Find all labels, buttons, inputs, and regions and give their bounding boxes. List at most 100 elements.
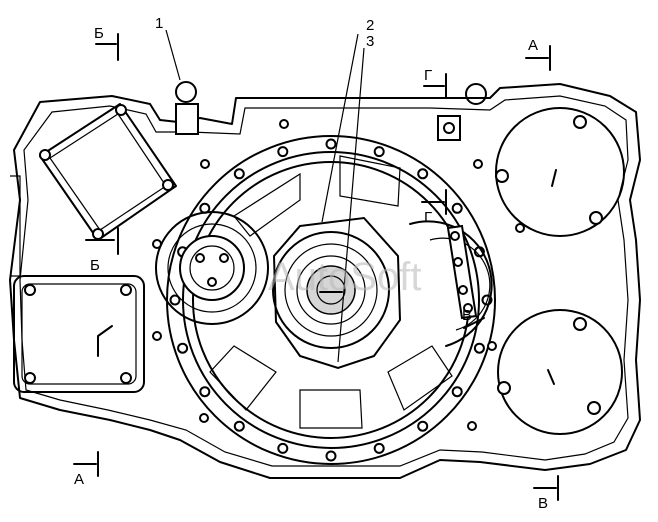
bolt: [219, 253, 229, 263]
bolt: [24, 284, 36, 296]
cover-plate-lower-left-inner: [21, 283, 137, 385]
label-part-2: 2: [366, 17, 374, 34]
label-section-A-top: А: [528, 37, 538, 54]
bolt: [473, 159, 483, 169]
section-marker-A-top: [525, 45, 551, 71]
label-part-3: 3: [366, 33, 374, 50]
section-marker-A-bottom: [73, 451, 99, 477]
bolt: [162, 179, 174, 191]
label-section-A-bottom: А: [74, 471, 84, 488]
flange-bolt: [233, 168, 245, 180]
central-shaft-core: [316, 275, 346, 305]
label-section-G-mid: Г: [424, 209, 432, 226]
indicator-mark: [97, 325, 113, 357]
flange-bolt: [473, 342, 485, 354]
bolt: [92, 228, 104, 240]
spoke-window: [233, 172, 301, 237]
bolt: [200, 159, 210, 169]
left-gear-outer: [155, 211, 269, 325]
spoke-window: [339, 155, 401, 207]
bolt: [120, 284, 132, 296]
label-section-G-top: Г: [424, 67, 432, 84]
indicator-mark: [547, 369, 555, 385]
bolt: [458, 285, 468, 295]
bolt: [195, 253, 205, 263]
leader-line-2: [321, 33, 359, 223]
flange-bolt: [325, 138, 337, 150]
bolt: [450, 231, 460, 241]
flange-bolt: [199, 386, 211, 398]
bolt: [487, 341, 497, 351]
spoke-window: [387, 345, 453, 411]
label-section-V-mid: В: [462, 307, 472, 324]
bolt: [453, 257, 463, 267]
cover-plate-upper-left-inner: [49, 113, 167, 231]
lifting-eye-right: [465, 83, 487, 105]
leader-line-3: [337, 47, 365, 363]
label-part-1: 1: [155, 15, 163, 32]
flange-bolt: [373, 442, 385, 454]
cover-plate-lower-left: [13, 275, 145, 393]
flange-bolt: [451, 202, 463, 214]
label-section-B-top: Б: [94, 25, 104, 42]
watermark: AutoSoft: [268, 255, 421, 299]
housing-outline: [9, 83, 641, 479]
bolt: [467, 421, 477, 431]
pump-housing-upper: [495, 107, 625, 237]
bolt: [152, 331, 162, 341]
lifting-eye-left-base: [175, 103, 199, 135]
flange-bolt: [169, 294, 181, 306]
bolt: [279, 119, 289, 129]
bolt: [573, 115, 587, 129]
housing-inner-outline: [19, 95, 629, 467]
sensor-bracket: [446, 224, 478, 320]
flange-bolt: [417, 420, 429, 432]
bolt: [39, 149, 51, 161]
flange-bolt: [373, 146, 385, 158]
spoke-window: [299, 389, 363, 429]
flange-bolt: [177, 342, 189, 354]
label-section-B-bottom: Б: [90, 257, 100, 274]
left-gear-hub: [179, 235, 245, 301]
central-hub-inner: [296, 255, 366, 325]
flange-bolt: [325, 450, 337, 462]
pump-housing-lower: [497, 309, 623, 435]
main-flange-rim: [182, 151, 480, 449]
central-hub-outer: [272, 231, 390, 349]
bolt: [495, 169, 509, 183]
left-flange-tab: [10, 175, 21, 277]
bolt: [207, 277, 217, 287]
bolt: [152, 239, 162, 249]
flange-bolt-ring: [169, 138, 493, 462]
cover-plate-upper-left: [39, 103, 177, 241]
section-marker-B-bottom: [85, 227, 119, 255]
label-section-V-bottom: В: [538, 495, 548, 512]
bolt: [24, 372, 36, 384]
section-marker-G-top: [423, 73, 447, 99]
flange-bolt: [451, 386, 463, 398]
bolt: [573, 317, 587, 331]
lifting-eye-left: [175, 81, 197, 103]
bolt: [515, 223, 525, 233]
bolt: [120, 372, 132, 384]
leader-line-1: [165, 29, 181, 81]
bolt: [589, 211, 603, 225]
bolt: [115, 104, 127, 116]
section-marker-V-mid: [463, 317, 485, 329]
bolt: [497, 381, 511, 395]
spoke-window: [209, 345, 277, 411]
left-gear-inner: [189, 245, 235, 291]
flange-bolt: [233, 420, 245, 432]
flange-bolt: [277, 146, 289, 158]
bolt: [463, 303, 473, 313]
bolt: [199, 413, 209, 423]
right-gear-outer: [409, 220, 493, 347]
left-gear-mid: [167, 223, 257, 313]
bolt: [587, 401, 601, 415]
indicator-mark: [551, 169, 557, 187]
central-hub-mid: [284, 243, 378, 337]
flange-bolt: [277, 442, 289, 454]
section-marker-V-bottom: [533, 475, 559, 501]
